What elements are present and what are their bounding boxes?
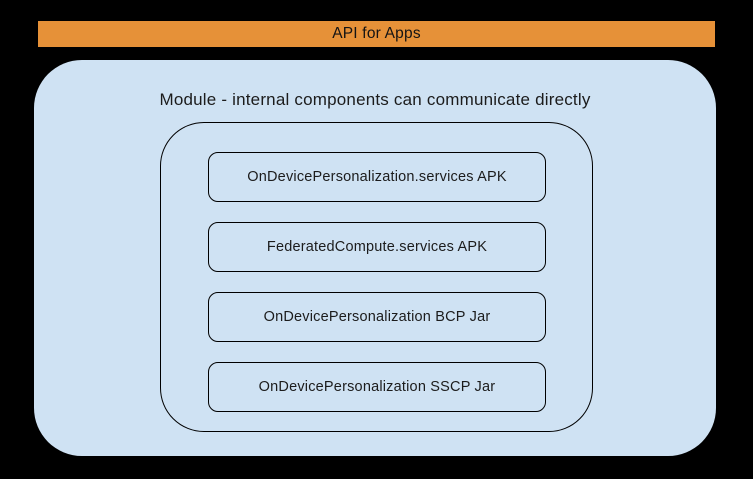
api-for-apps-banner: API for Apps	[38, 21, 715, 47]
component-box-federatedcompute-services-apk: FederatedCompute.services APK	[208, 222, 546, 272]
module-title: Module - internal components can communi…	[159, 90, 591, 109]
api-for-apps-banner-label: API for Apps	[332, 25, 421, 42]
component-box-odp-sscp-jar: OnDevicePersonalization SSCP Jar	[208, 362, 546, 412]
component-label-federatedcompute-services-apk: FederatedCompute.services APK	[266, 239, 488, 255]
module-inner-boundary: OnDevicePersonalization.services APK Fed…	[160, 122, 593, 432]
module-container: Module - internal components can communi…	[34, 60, 716, 456]
component-label-odp-bcp-jar: OnDevicePersonalization BCP Jar	[263, 309, 491, 325]
component-label-odp-sscp-jar: OnDevicePersonalization SSCP Jar	[258, 379, 496, 395]
component-box-odp-services-apk: OnDevicePersonalization.services APK	[208, 152, 546, 202]
component-box-odp-bcp-jar: OnDevicePersonalization BCP Jar	[208, 292, 546, 342]
component-list: OnDevicePersonalization.services APK Fed…	[208, 152, 546, 412]
component-label-odp-services-apk: OnDevicePersonalization.services APK	[247, 169, 507, 185]
